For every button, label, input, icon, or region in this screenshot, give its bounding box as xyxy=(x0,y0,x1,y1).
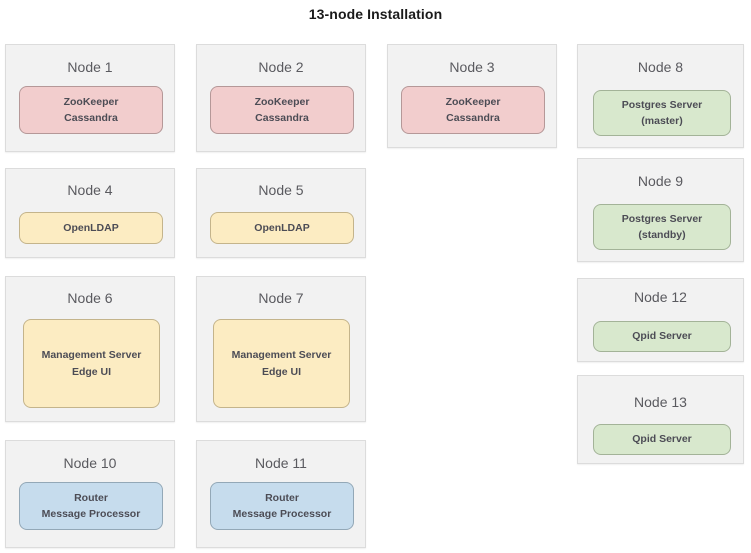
node-title: Node 10 xyxy=(63,455,117,471)
service-label: Management Server xyxy=(41,349,142,362)
node-card-node-12: Node 12 Qpid Server xyxy=(577,278,744,362)
service-label: Edge UI xyxy=(71,365,112,378)
service-label: Management Server xyxy=(231,349,332,362)
service-label: Edge UI xyxy=(261,365,302,378)
node-title: Node 11 xyxy=(255,455,307,471)
service-label: OpenLDAP xyxy=(63,221,119,234)
service-label: Router xyxy=(265,491,299,504)
node-card-node-8: Node 8 Postgres Server (master) xyxy=(577,44,744,148)
service-label: Message Processor xyxy=(41,508,141,520)
service-box: OpenLDAP xyxy=(210,212,354,244)
node-title: Node 8 xyxy=(637,59,684,75)
node-title: Node 9 xyxy=(637,173,684,189)
node-title: Node 7 xyxy=(258,290,304,306)
service-box: Qpid Server xyxy=(593,321,731,352)
node-title: Node 2 xyxy=(258,59,304,75)
service-box: OpenLDAP xyxy=(19,212,163,244)
service-label: Postgres Server xyxy=(621,98,703,111)
node-title: Node 4 xyxy=(67,182,113,198)
service-label: Postgres Server xyxy=(621,212,703,225)
service-label: (master) xyxy=(641,115,683,127)
node-title: Node 1 xyxy=(67,59,113,75)
service-box: Postgres Server (master) xyxy=(593,90,731,136)
page-title: 13-node Installation xyxy=(308,6,443,22)
service-label: Cassandra xyxy=(255,112,309,124)
service-label: Qpid Server xyxy=(632,330,692,343)
service-label: Message Processor xyxy=(232,508,332,520)
service-label: ZooKeeper xyxy=(445,95,501,108)
node-card-node-13: Node 13 Qpid Server xyxy=(577,375,744,464)
service-label: ZooKeeper xyxy=(254,95,310,108)
service-box: Postgres Server (standby) xyxy=(593,204,731,250)
service-label: (standby) xyxy=(638,229,686,241)
service-box: Qpid Server xyxy=(593,424,731,455)
service-label: Cassandra xyxy=(64,112,118,124)
service-label: Qpid Server xyxy=(632,433,692,446)
node-title: Node 6 xyxy=(67,290,113,306)
node-title: Node 12 xyxy=(634,289,687,305)
service-label: Router xyxy=(74,491,108,504)
node-title: Node 3 xyxy=(449,59,495,75)
service-label: ZooKeeper xyxy=(63,95,119,108)
service-label: OpenLDAP xyxy=(254,221,310,234)
node-title: Node 13 xyxy=(634,394,687,410)
node-card-node-5: Node 5 OpenLDAP xyxy=(196,168,366,258)
node-card-node-9: Node 9 Postgres Server (standby) xyxy=(577,158,744,262)
node-title: Node 5 xyxy=(258,182,304,198)
service-label: Cassandra xyxy=(446,112,500,124)
node-card-node-4: Node 4 OpenLDAP xyxy=(5,168,175,258)
